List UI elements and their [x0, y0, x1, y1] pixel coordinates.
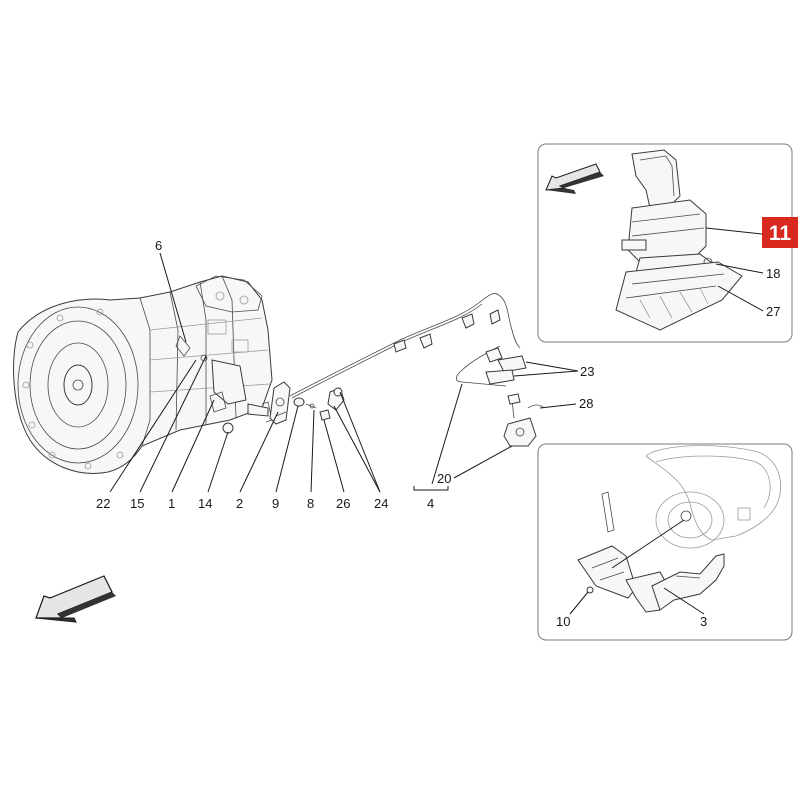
- highlight-badge-bg: [762, 217, 798, 248]
- direction-arrow-icon: [35, 575, 116, 623]
- highlight-badge-11: 11: [762, 217, 798, 248]
- callout-18: 18: [766, 266, 780, 281]
- transmission-assembly: [13, 275, 273, 474]
- inset-shifter: 18 27: [537, 143, 793, 343]
- callout-14: 14: [198, 496, 212, 511]
- shift-cable: [289, 293, 521, 399]
- callout-3: 3: [700, 614, 707, 629]
- callout-22: 22: [96, 496, 110, 511]
- callout-1: 1: [168, 496, 175, 511]
- small-fasteners: [293, 387, 345, 421]
- callout-26: 26: [336, 496, 350, 511]
- selector-lever: [269, 381, 291, 425]
- callout-20: 20: [437, 471, 451, 486]
- callout-8: 8: [307, 496, 314, 511]
- main-callouts: 6 22 15 1 14 2 9 8 26 24 4 20 23 28: [96, 238, 594, 511]
- callout-6: 6: [155, 238, 162, 253]
- callout-2: 2: [236, 496, 243, 511]
- callout-24: 24: [374, 496, 388, 511]
- cable-bracket-20: [503, 393, 545, 447]
- callout-4: 4: [427, 496, 434, 511]
- direction-arrow-icon: [545, 163, 604, 194]
- callout-27: 27: [766, 304, 780, 319]
- clip-23: [485, 355, 527, 385]
- callout-23: 23: [580, 364, 594, 379]
- highlight-badge-label: 11: [769, 222, 792, 245]
- leader-lines: [109, 252, 579, 493]
- callout-28: 28: [579, 396, 593, 411]
- callout-9: 9: [272, 496, 279, 511]
- callout-10: 10: [556, 614, 570, 629]
- inset-paddle: 10 3: [537, 443, 793, 641]
- callout-15: 15: [130, 496, 144, 511]
